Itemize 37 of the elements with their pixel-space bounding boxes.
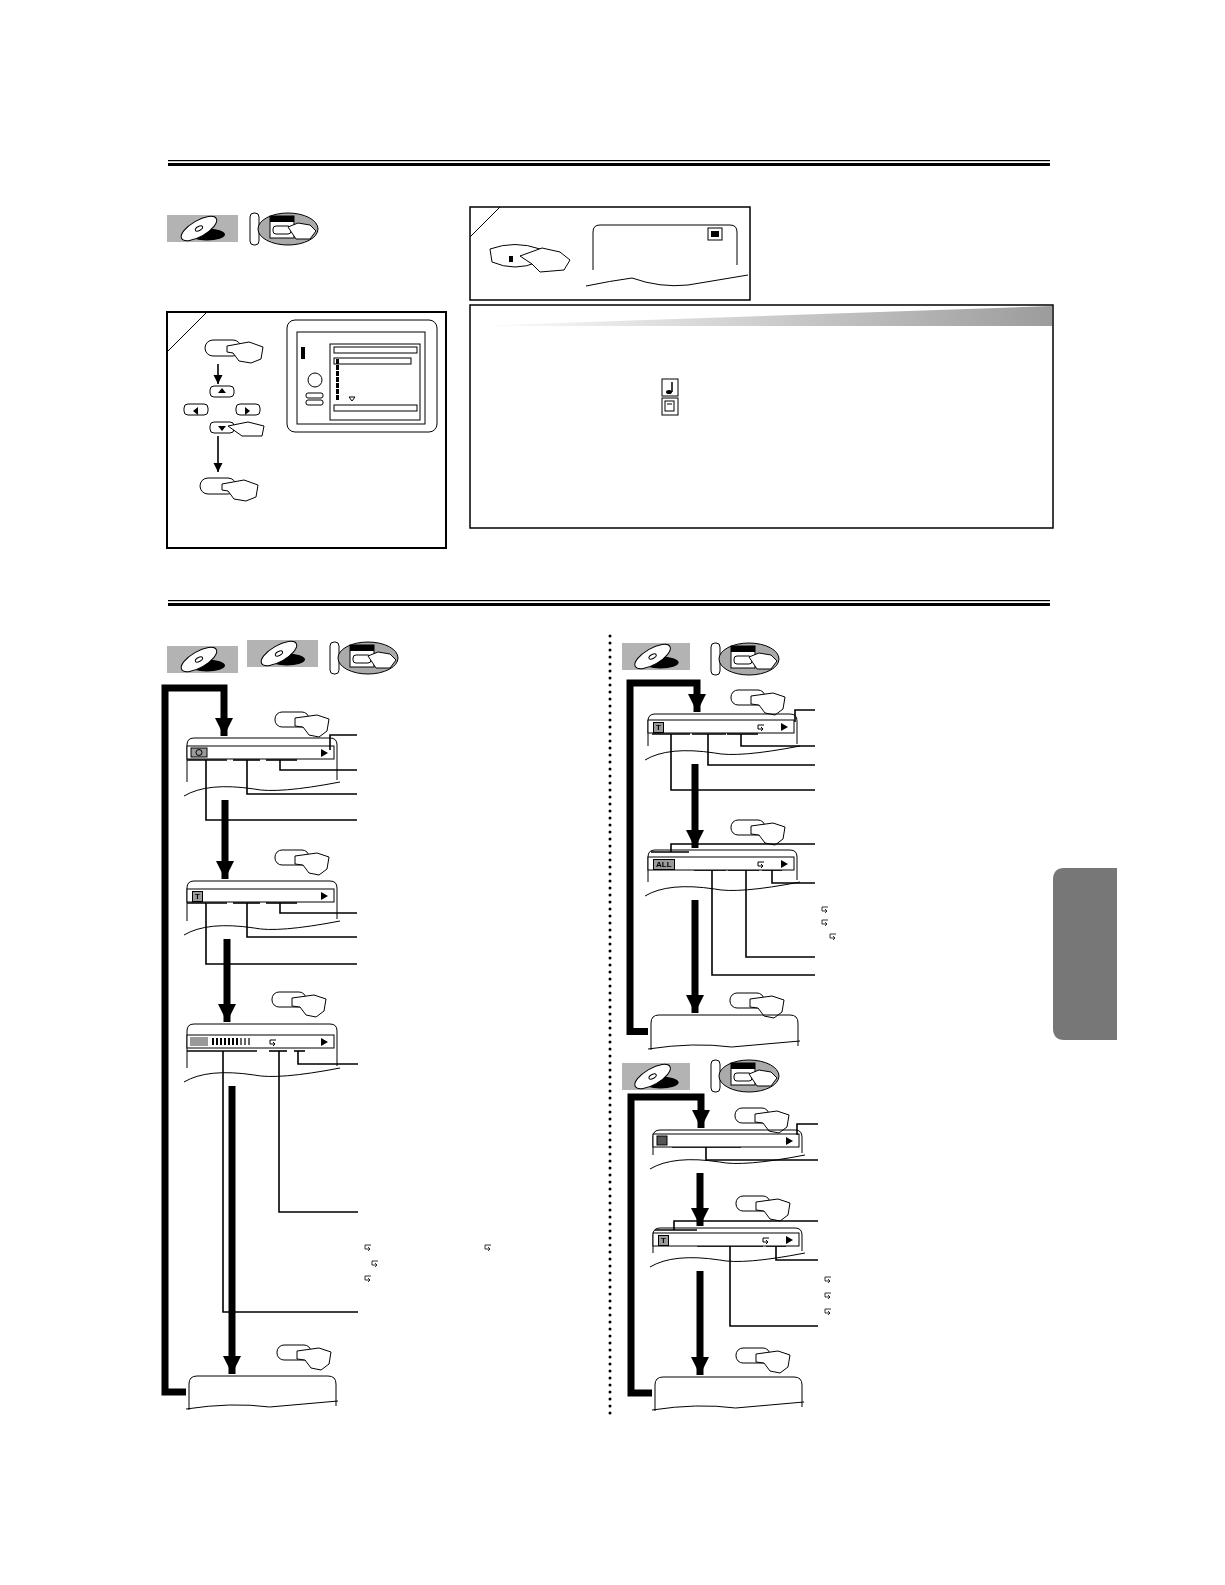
leader-line xyxy=(729,1245,819,1327)
leader-line xyxy=(297,1050,359,1065)
leader-line xyxy=(794,709,816,723)
flow-arrow xyxy=(626,679,706,1035)
flow-arrow xyxy=(213,363,223,385)
leader-line xyxy=(796,1123,819,1136)
screen-indicator: T xyxy=(192,891,203,902)
leader-line xyxy=(740,733,816,747)
leader-line xyxy=(246,759,358,795)
leader-line xyxy=(745,869,816,958)
leader-line xyxy=(705,1146,819,1161)
flow-arrow xyxy=(627,1093,710,1397)
leader-line xyxy=(205,902,358,965)
leader-line xyxy=(670,733,816,791)
tv-screen-drawing xyxy=(652,1375,804,1411)
leader-line xyxy=(670,843,816,853)
side-tab xyxy=(1053,868,1117,1040)
flow-arrow xyxy=(213,435,223,473)
leader-line xyxy=(707,733,816,766)
leader-line xyxy=(775,1245,819,1261)
flow-arrow xyxy=(161,684,233,1396)
leader-line xyxy=(771,869,816,884)
leader-line xyxy=(278,1050,359,1213)
leader-line xyxy=(246,902,358,938)
leader-line xyxy=(205,759,358,821)
leader-line xyxy=(279,759,358,771)
tv-screen-drawing xyxy=(648,1013,800,1050)
arrow-buttons-drawing xyxy=(180,384,268,436)
leader-line xyxy=(711,869,816,976)
tv-screen-drawing xyxy=(186,1374,338,1410)
screen-indicator: T xyxy=(658,1235,669,1246)
leader-line xyxy=(222,1050,359,1313)
leader-line xyxy=(673,1220,819,1231)
screen-indicator: T xyxy=(653,722,664,733)
leader-line xyxy=(329,734,358,751)
leader-line xyxy=(279,902,358,914)
screen-indicator: ALL xyxy=(653,859,675,870)
